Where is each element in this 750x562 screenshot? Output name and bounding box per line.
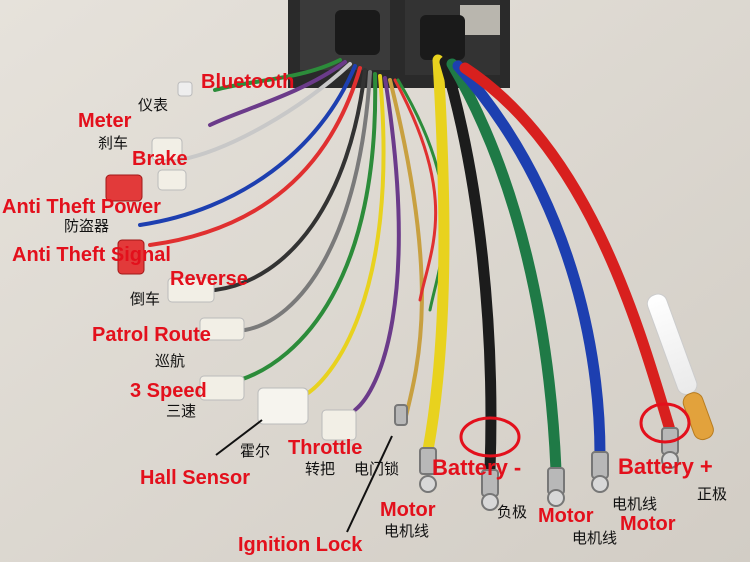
label-anti-theft-power: Anti Theft Power: [2, 196, 161, 218]
connector-plugs: [105, 81, 357, 441]
label-motor-3-cn: 电机线: [612, 495, 658, 513]
label-hall-sensor: Hall Sensor: [140, 467, 251, 489]
battery-positive-highlight: [639, 402, 691, 444]
signal-wire-bundle: [138, 58, 447, 422]
label-motor-3: Motor: [620, 513, 676, 535]
label-reverse: Reverse: [170, 268, 248, 290]
label-motor-2-cn: 电机线: [572, 529, 618, 547]
label-motor-1-cn: 电机线: [384, 522, 430, 540]
label-motor-2: Motor: [538, 505, 594, 527]
label-reverse-cn: 倒车: [130, 290, 161, 308]
controller-body: [288, 0, 510, 88]
label-brake: Brake: [132, 148, 188, 170]
label-bluetooth: Bluetooth: [201, 71, 295, 93]
ring-terminals: [394, 404, 679, 511]
battery-negative-highlight: [459, 416, 521, 458]
leader-lines: [215, 419, 393, 533]
label-meter: Meter: [78, 110, 132, 132]
label-meter-cn: 仪表: [138, 96, 169, 114]
label-anti-theft-power-cn: 防盗器: [64, 217, 110, 235]
label-patrol-route-cn: 巡航: [155, 352, 186, 370]
highlight-circles: [459, 402, 691, 458]
label-battery-negative: Battery -: [432, 455, 522, 480]
label-anti-theft-signal: Anti Theft Signal: [12, 244, 171, 266]
label-motor-1: Motor: [380, 499, 436, 521]
label-battery-positive: Battery +: [618, 454, 713, 479]
label-battery-negative-cn: 负极: [497, 503, 528, 521]
label-patrol-route: Patrol Route: [92, 324, 211, 346]
label-hall-cn: 霍尔: [240, 442, 271, 460]
label-3-speed: 3 Speed: [130, 380, 207, 402]
power-wire-bundle: [422, 54, 676, 476]
label-brake-cn: 刹车: [98, 134, 129, 152]
label-throttle-cn: 转把: [305, 460, 336, 478]
label-throttle: Throttle: [288, 437, 363, 459]
label-battery-positive-cn: 正极: [697, 485, 728, 503]
label-ignition-lock: Ignition Lock: [238, 534, 363, 556]
label-ignition-cn: 电门锁: [354, 460, 400, 478]
label-3-speed-cn: 三速: [166, 402, 197, 420]
